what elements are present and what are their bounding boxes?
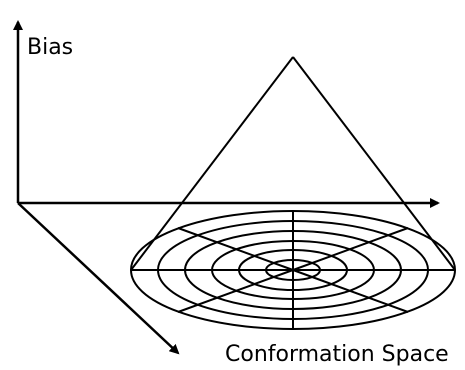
spoke-upper-left bbox=[177, 227, 294, 271]
bias-axis-label: Bias bbox=[27, 35, 74, 60]
funnel-cone bbox=[130, 56, 456, 271]
conformation-space-axis-label: Conformation Space bbox=[225, 342, 449, 367]
cone-left-edge bbox=[130, 56, 294, 271]
cone-right-edge bbox=[292, 56, 456, 271]
conformation-axis-arrow bbox=[17, 202, 180, 355]
funnel-base-spokes bbox=[131, 211, 455, 329]
spoke-upper-right bbox=[292, 227, 409, 271]
spoke-lower-right bbox=[292, 269, 409, 313]
spoke-lower-left bbox=[177, 269, 294, 313]
